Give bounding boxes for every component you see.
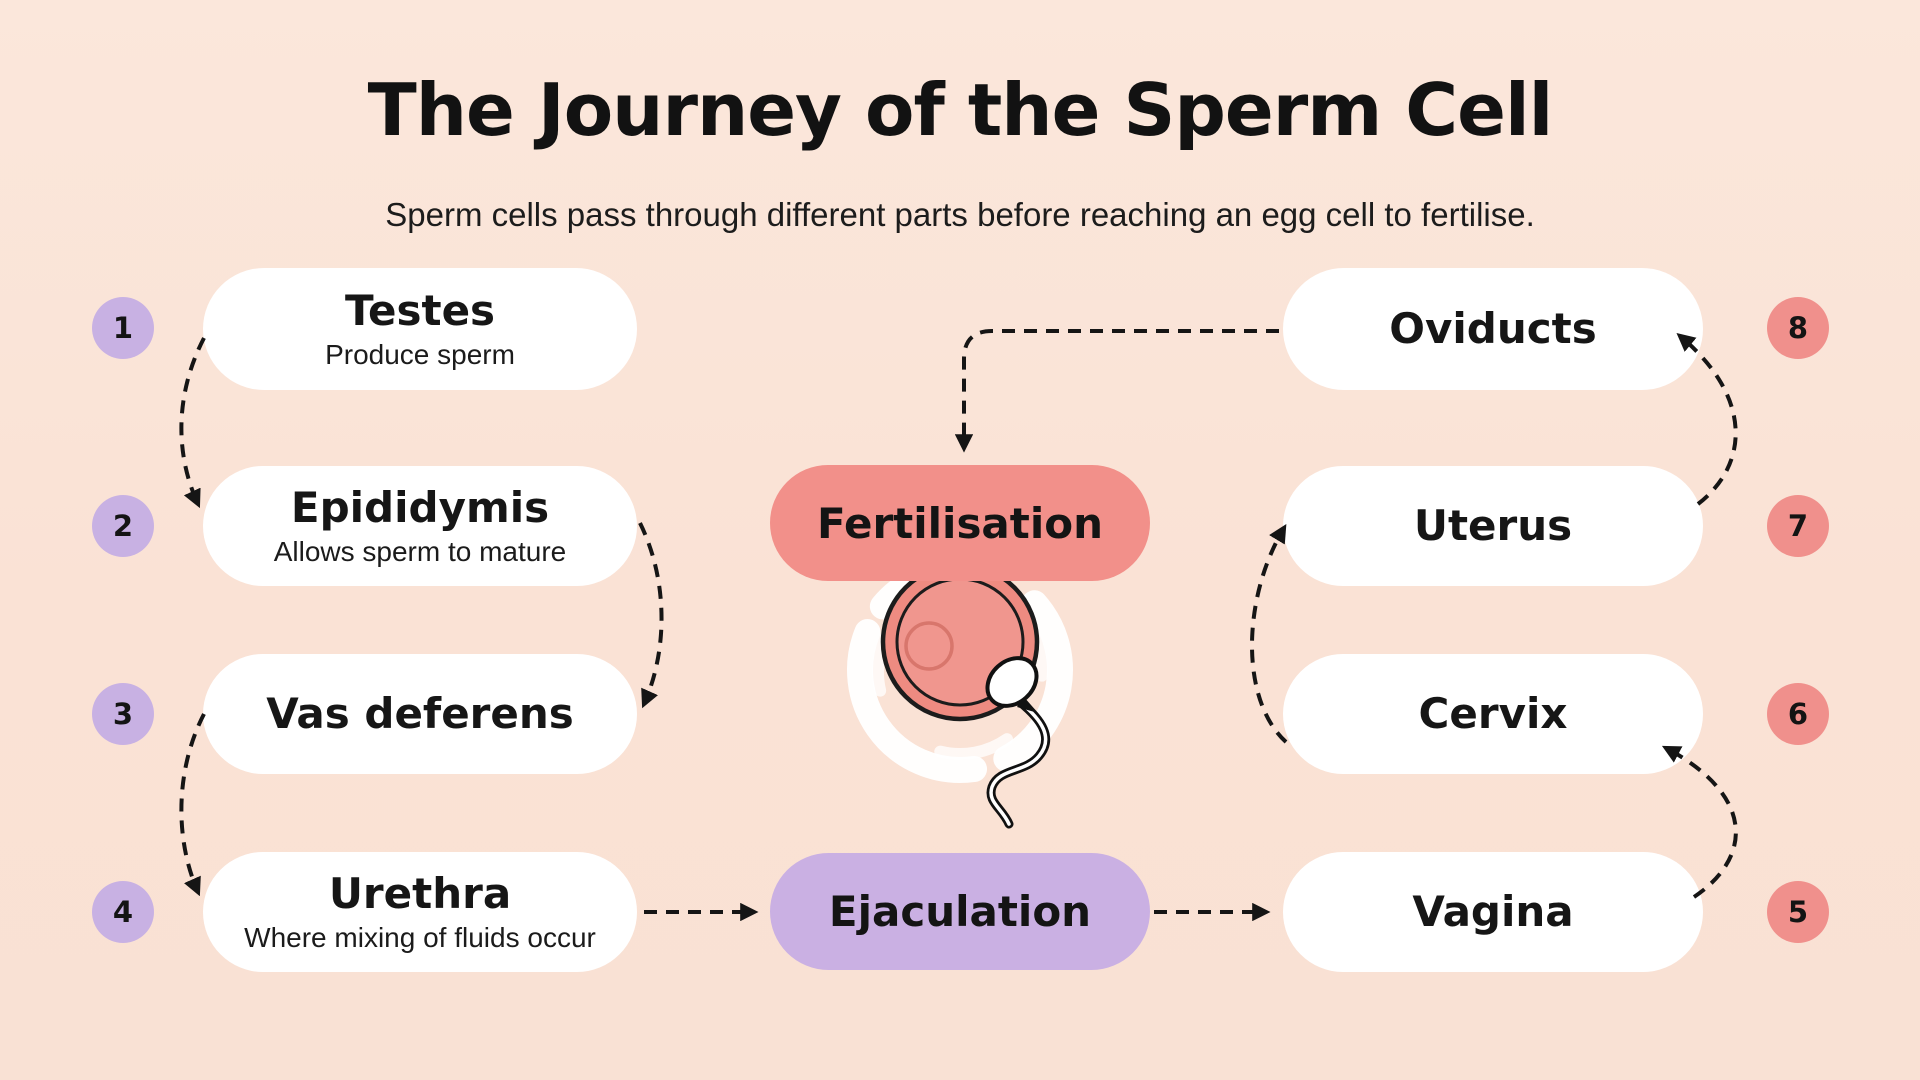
- step-number: 2: [112, 509, 134, 543]
- step-card-urethra: Urethra Where mixing of fluids occur: [203, 852, 637, 972]
- page-title: The Journey of the Sperm Cell: [367, 68, 1554, 152]
- arrow-epididymis-vasdeferens: [638, 522, 664, 709]
- step-desc: Allows sperm to mature: [273, 536, 567, 568]
- step-label: Oviducts: [1389, 303, 1597, 353]
- step-label: Epididymis: [290, 482, 550, 532]
- step-card-vas-deferens: Vas deferens: [203, 654, 637, 774]
- step-card-cervix: Cervix: [1283, 654, 1703, 774]
- step-badge-1: 1: [92, 297, 154, 359]
- page-subtitle: Sperm cells pass through different parts…: [385, 196, 1535, 233]
- step-card-epididymis: Epididymis Allows sperm to mature: [203, 466, 637, 586]
- step-badge-2: 2: [92, 495, 154, 557]
- ejaculation-node: Ejaculation: [770, 853, 1150, 970]
- step-label: Uterus: [1413, 500, 1573, 550]
- arrow-vasdeferens-urethra: [179, 713, 206, 897]
- node-label: Fertilisation: [816, 498, 1104, 548]
- arrow-testes-epididymis: [179, 337, 206, 509]
- step-number: 6: [1787, 697, 1809, 731]
- step-badge-8: 8: [1767, 297, 1829, 359]
- step-label: Testes: [344, 285, 496, 335]
- step-number: 8: [1787, 311, 1809, 345]
- sperm-cell-icon: [985, 656, 1051, 829]
- step-card-vagina: Vagina: [1283, 852, 1703, 972]
- step-label: Cervix: [1418, 688, 1568, 738]
- step-badge-3: 3: [92, 683, 154, 745]
- step-number: 7: [1787, 509, 1809, 543]
- step-badge-5: 5: [1767, 881, 1829, 943]
- arrow-uterus-oviducts: [1676, 333, 1738, 506]
- step-badge-4: 4: [92, 881, 154, 943]
- step-card-oviducts: Oviducts: [1283, 268, 1703, 390]
- arrow-oviducts-fertilisation: [954, 329, 1279, 453]
- step-number: 4: [112, 895, 134, 929]
- step-desc: Produce sperm: [325, 339, 515, 371]
- step-label: Vas deferens: [266, 688, 574, 738]
- fertilisation-node: Fertilisation: [770, 465, 1150, 581]
- step-number: 1: [112, 311, 134, 345]
- arrow-vagina-cervix: [1661, 745, 1738, 899]
- step-card-testes: Testes Produce sperm: [203, 268, 637, 390]
- step-card-uterus: Uterus: [1283, 466, 1703, 586]
- step-label: Urethra: [328, 868, 512, 918]
- step-badge-7: 7: [1767, 495, 1829, 557]
- step-desc: Where mixing of fluids occur: [244, 922, 596, 954]
- step-badge-6: 6: [1767, 683, 1829, 745]
- step-number: 3: [112, 697, 134, 731]
- step-label: Vagina: [1412, 886, 1574, 936]
- node-label: Ejaculation: [828, 887, 1092, 936]
- arrow-cervix-uterus: [1250, 524, 1288, 744]
- step-number: 5: [1787, 895, 1809, 929]
